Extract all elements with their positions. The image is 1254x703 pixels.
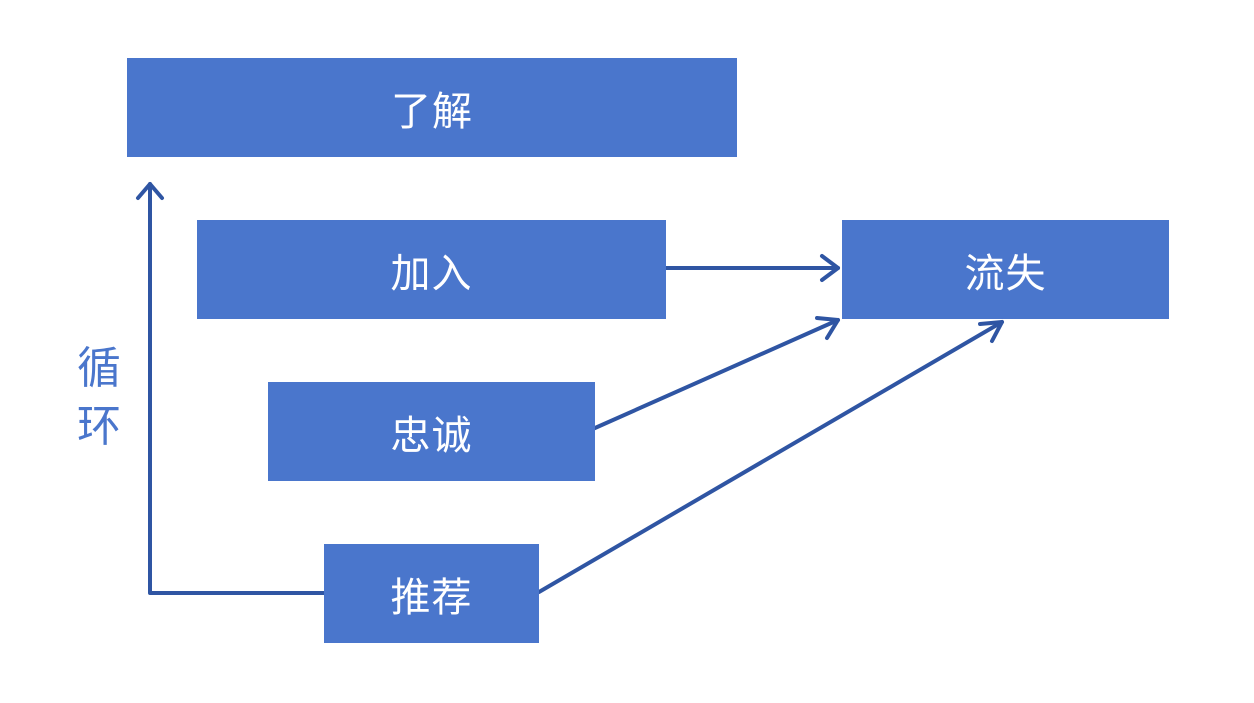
cycle-arrow-line <box>148 182 326 595</box>
node-join-label: 加入 <box>390 250 473 297</box>
cycle-arrow-head <box>136 182 164 200</box>
node-churn: 流失 <box>842 220 1169 319</box>
node-churn-label: 流失 <box>964 250 1047 297</box>
node-awareness: 了解 <box>127 58 737 157</box>
node-referral: 推荐 <box>324 544 539 643</box>
node-join: 加入 <box>197 220 666 319</box>
arrow-loyal-to-churn <box>593 318 840 430</box>
arrow-loyal-to-churn-head <box>815 316 840 340</box>
arrow-join-to-churn-head <box>820 254 840 282</box>
node-awareness-label: 了解 <box>391 88 473 135</box>
cycle-label-char-2: 环 <box>77 401 121 452</box>
arrow-refer-to-churn-head <box>978 320 1004 343</box>
cycle-label: 循 环 <box>72 340 126 456</box>
cycle-label-char-1: 循 <box>77 343 121 394</box>
node-loyalty: 忠诚 <box>268 382 595 481</box>
node-loyalty-label: 忠诚 <box>390 412 473 459</box>
arrow-refer-to-churn <box>537 320 1004 594</box>
node-referral-label: 推荐 <box>390 574 473 621</box>
